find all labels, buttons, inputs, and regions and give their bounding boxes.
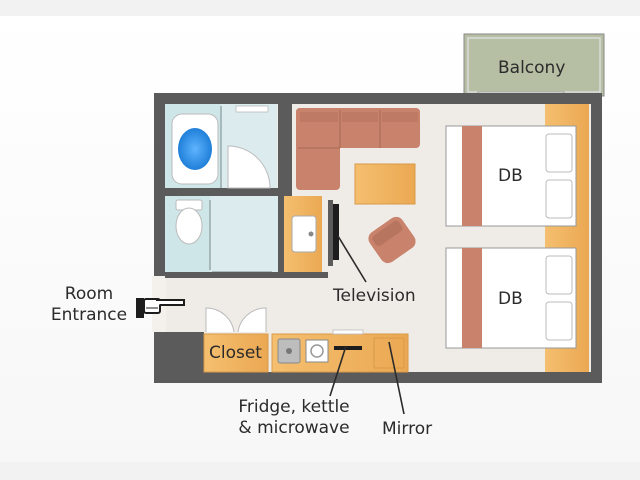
sofa — [296, 108, 420, 190]
television-leader-line — [337, 235, 367, 283]
bed-1-label: DB — [498, 166, 523, 186]
bed-2 — [445, 247, 577, 349]
sink-icon — [291, 215, 317, 253]
fridge-label-line2: & microwave — [238, 418, 350, 438]
shower-door — [227, 145, 271, 189]
closet-door-right — [237, 307, 267, 333]
pointing-hand-icon — [136, 298, 185, 318]
balcony-label: Balcony — [498, 58, 566, 78]
bed-1 — [445, 125, 577, 227]
mirror-leader-line — [388, 341, 405, 415]
room-entrance-label-line2: Entrance — [50, 305, 128, 325]
fridge-leader-line — [329, 345, 347, 397]
closet-door-left — [205, 307, 235, 333]
closet-label: Closet — [209, 343, 262, 363]
bath-water-icon — [178, 128, 212, 170]
bathroom — [165, 104, 292, 276]
leader-lines — [329, 235, 405, 415]
bed-2-label: DB — [498, 289, 523, 309]
television-unit — [331, 204, 339, 260]
armchair — [368, 216, 416, 264]
cooktop-icon — [305, 339, 329, 363]
fridge-label-line1: Fridge, kettle — [238, 397, 350, 417]
fridge-kettle-microwave-label: Fridge, kettle & microwave — [224, 397, 364, 439]
fridge-kettle-microwave-unit — [334, 346, 362, 350]
room-entrance-label: Room Entrance — [44, 284, 134, 326]
room-entrance-label-line1: Room — [64, 284, 114, 304]
mirror-label: Mirror — [382, 419, 433, 439]
closet — [203, 307, 269, 373]
coffee-table — [354, 163, 416, 205]
television-label: Television — [333, 286, 416, 306]
washroom — [165, 196, 328, 278]
